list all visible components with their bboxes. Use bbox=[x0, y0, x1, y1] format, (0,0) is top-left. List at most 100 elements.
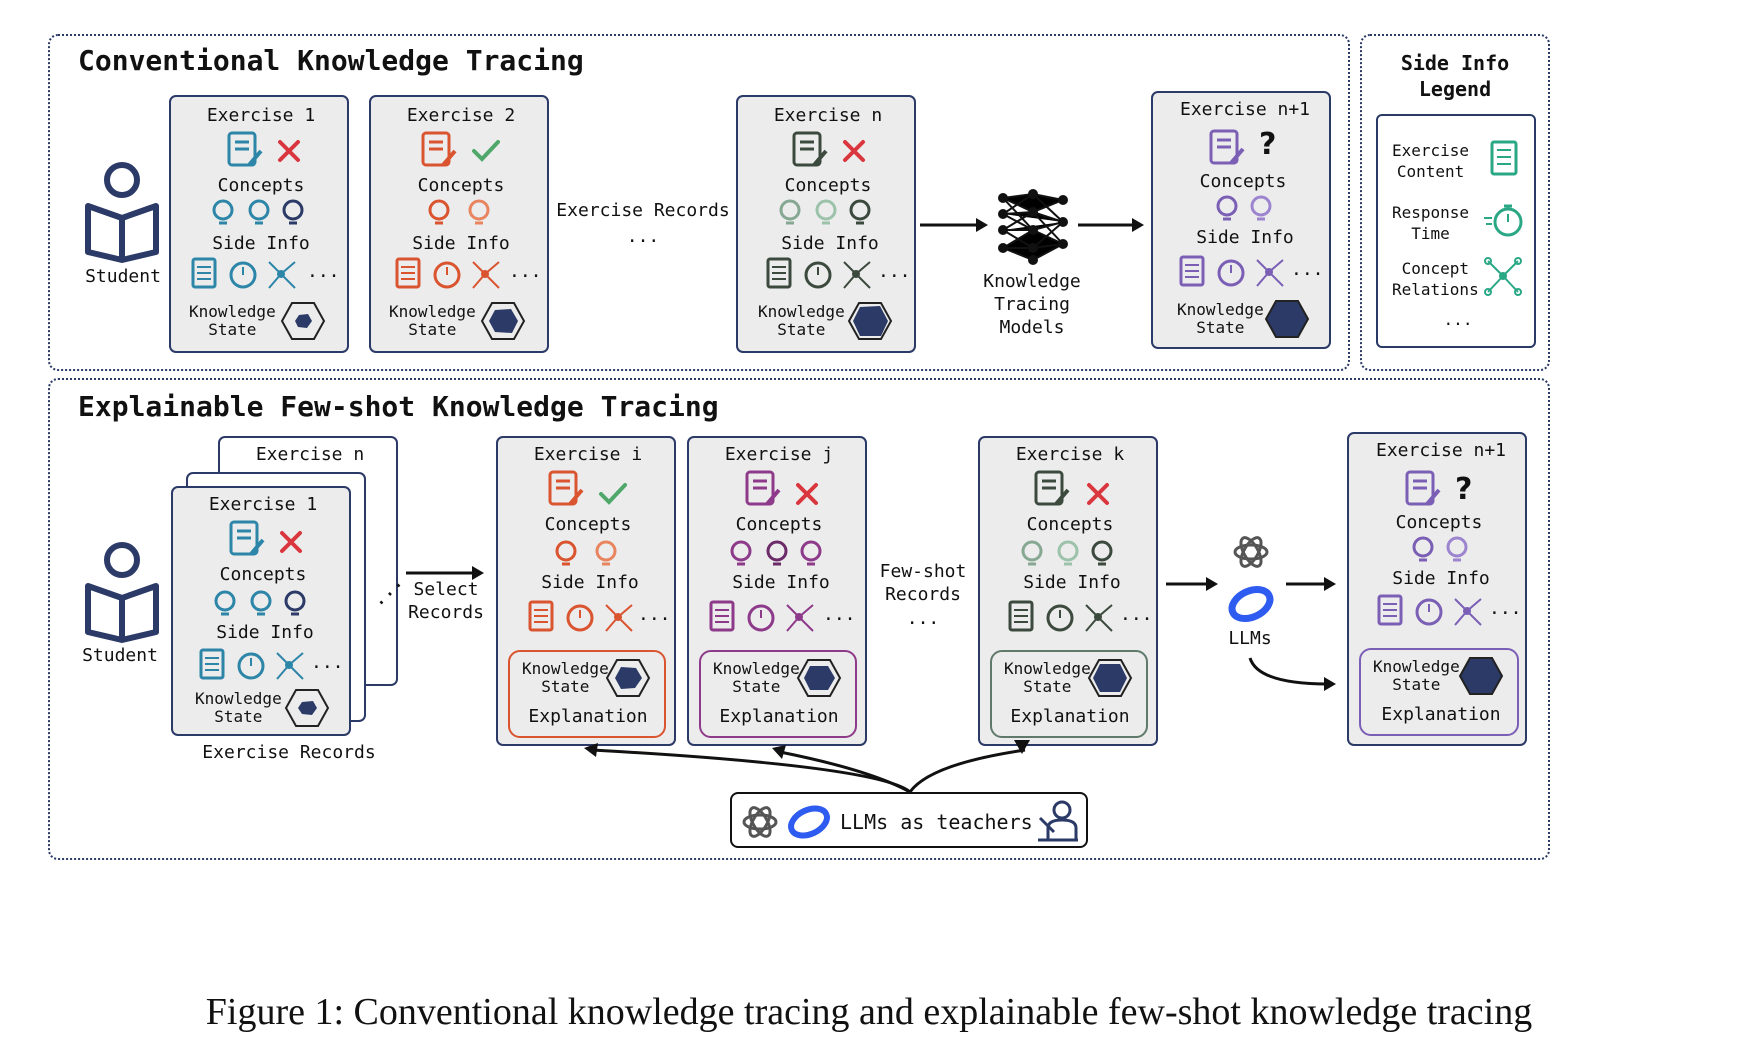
llm-ring-logo-icon bbox=[1228, 585, 1274, 623]
wrong-cross-icon bbox=[843, 140, 865, 162]
concepts-label: Concepts bbox=[217, 175, 305, 196]
concepts-label: Concepts bbox=[219, 564, 307, 585]
side-info-icons bbox=[1377, 594, 1482, 626]
llms-as-teachers-box: LLMs as teachers bbox=[730, 792, 1088, 848]
concept-bulb-icon bbox=[730, 540, 752, 566]
exercise-content-icon bbox=[548, 470, 584, 506]
exercise-card: Exercise j Concepts Side Info ... Knowle… bbox=[687, 436, 867, 746]
knowledge-state-hexagon-icon bbox=[847, 302, 893, 340]
exercise-title: Exercise 1 bbox=[206, 105, 316, 126]
concept-bulb-icon bbox=[779, 199, 801, 225]
llms-as-teachers-label: LLMs as teachers bbox=[840, 810, 1033, 834]
arrow-from-model bbox=[1078, 218, 1144, 232]
question-mark-icon: ? bbox=[1455, 472, 1473, 507]
side-info-label: Side Info bbox=[1023, 572, 1121, 593]
exercise-card: Exercise 1 Concepts Side Info ... Knowle… bbox=[171, 486, 351, 736]
concept-bulb-icon bbox=[849, 199, 871, 225]
exercise-title: Exercise n+1 bbox=[1179, 99, 1311, 120]
explanation-label: Explanation bbox=[1381, 704, 1501, 725]
explanation-label: Explanation bbox=[528, 706, 648, 727]
legend-section bbox=[1360, 34, 1550, 371]
correct-check-icon bbox=[472, 140, 500, 162]
concept-bulb-icon bbox=[595, 540, 617, 566]
concept-bulb-icon bbox=[428, 199, 450, 225]
exercise-records-caption: Exercise Records bbox=[202, 742, 376, 763]
exercise-content-icon bbox=[1209, 129, 1245, 165]
exercise-title: Exercise n bbox=[255, 444, 365, 465]
openai-logo-icon bbox=[1233, 536, 1269, 568]
concept-bulb-icon bbox=[815, 199, 837, 225]
figure-caption: Figure 1: Conventional knowledge tracing… bbox=[205, 991, 1533, 1033]
wrong-cross-icon bbox=[280, 531, 302, 553]
side-info-ellipsis: ... bbox=[1489, 598, 1522, 619]
exercise-title: Exercise n bbox=[773, 105, 883, 126]
fewshot-records-dots: ... bbox=[906, 608, 940, 629]
concept-bulb-icon bbox=[766, 540, 788, 566]
llms-label: LLMs bbox=[1228, 628, 1272, 649]
knowledge-state-hexagon-icon bbox=[605, 659, 651, 697]
concept-bulb-icon bbox=[250, 590, 272, 616]
knowledge-state-hexagon-icon bbox=[480, 302, 526, 340]
concept-bulb-icon bbox=[1091, 540, 1113, 566]
knowledge-state-hexagon-icon bbox=[280, 302, 326, 340]
side-info-ellipsis: ... bbox=[638, 604, 671, 625]
concept-bulb-icon bbox=[800, 540, 822, 566]
concept-bulb-icon bbox=[212, 199, 234, 225]
concept-bulb-icon bbox=[214, 590, 236, 616]
side-info-label: Side Info bbox=[781, 233, 879, 254]
correct-check-icon bbox=[599, 483, 627, 505]
stopwatch-icon bbox=[1484, 204, 1523, 237]
side-info-ellipsis: ... bbox=[823, 604, 856, 625]
select-arrow bbox=[406, 566, 484, 580]
side-info-icons bbox=[1008, 600, 1113, 632]
wrong-cross-icon bbox=[278, 140, 300, 162]
side-info-icons bbox=[1179, 255, 1284, 287]
exercise-content-icon bbox=[1405, 470, 1441, 506]
concept-bulb-icon bbox=[248, 199, 270, 225]
teacher-arrow-head-right bbox=[1014, 740, 1030, 754]
explanation-label: Explanation bbox=[719, 706, 839, 727]
student-reading-icon bbox=[85, 162, 159, 263]
concept-bulb-icon bbox=[1057, 540, 1079, 566]
student-reading-icon bbox=[85, 542, 159, 643]
exercise-title: Exercise i bbox=[533, 444, 643, 465]
side-info-ellipsis: ... bbox=[311, 652, 344, 673]
legend-more: ... bbox=[1443, 310, 1473, 329]
exercise-card: Exercise n Concepts Side Info ... Knowle… bbox=[736, 95, 916, 353]
concepts-label: Concepts bbox=[417, 175, 505, 196]
concept-bulb-icon bbox=[284, 590, 306, 616]
question-mark-icon: ? bbox=[1259, 127, 1277, 162]
side-info-ellipsis: ... bbox=[1120, 604, 1153, 625]
side-info-icons bbox=[199, 648, 304, 680]
exercise-card-next: Exercise n+1 ? Concepts Side Info ... Kn… bbox=[1347, 432, 1527, 746]
side-info-ellipsis: ... bbox=[1291, 259, 1324, 280]
concepts-label: Concepts bbox=[784, 175, 872, 196]
wrong-cross-icon bbox=[1087, 483, 1109, 505]
exercise-content-icon bbox=[229, 520, 265, 556]
concept-bulb-icon bbox=[1216, 195, 1238, 221]
knowledge-state-hexagon-icon bbox=[1264, 300, 1310, 338]
concept-relations-icon bbox=[1484, 257, 1522, 296]
side-info-label: Side Info bbox=[541, 572, 639, 593]
knowledge-state-hexagon-icon bbox=[796, 659, 842, 697]
conventional-kt-section bbox=[48, 34, 1350, 371]
exercise-card: Exercise 2 Concepts Side Info ... Knowle… bbox=[369, 95, 549, 353]
side-info-ellipsis: ... bbox=[878, 261, 911, 282]
exercise-content-icon bbox=[421, 131, 457, 167]
concept-bulb-icon bbox=[1412, 536, 1434, 562]
concept-bulb-icon bbox=[468, 199, 490, 225]
exercise-card: Exercise 1 Concepts Side Info ... Knowle… bbox=[169, 95, 349, 353]
side-info-label: Side Info bbox=[732, 572, 830, 593]
